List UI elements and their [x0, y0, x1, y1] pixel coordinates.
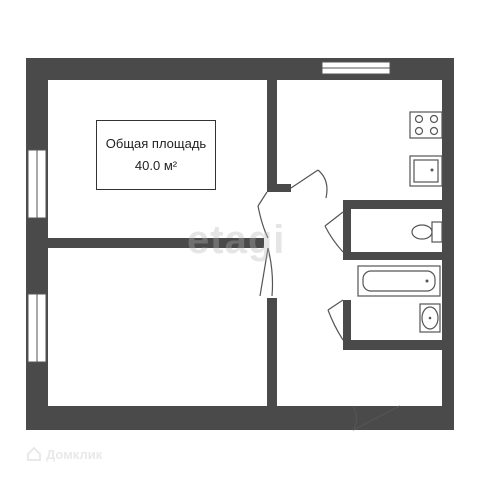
area-label-value: 40.0 м² [134, 158, 178, 173]
wall-vertical-lower [267, 298, 277, 406]
wall-entry-stub-left [277, 406, 353, 430]
watermark: etagi [187, 218, 286, 262]
door-entrance [352, 405, 401, 431]
door-kitchen [290, 169, 328, 199]
wall-bath-left-lower [343, 300, 351, 350]
outer-wall-left [26, 58, 48, 430]
stove-icon [409, 111, 443, 139]
brand-logo: Домклик [26, 446, 102, 462]
area-label-title: Общая площадь [105, 135, 207, 151]
house-logo-icon [27, 446, 41, 461]
wall-rooms-divider [48, 238, 264, 248]
bathtub-icon [357, 265, 441, 297]
area-label-box: Общая площадь 40.0 м² [96, 120, 216, 190]
wall-hall-stub [277, 184, 291, 192]
kitchen-sink-icon [409, 155, 443, 187]
outer-wall-bottom [26, 406, 454, 430]
door-room-lower [259, 247, 274, 297]
outer-wall-right [442, 58, 454, 430]
toilet-icon [411, 221, 443, 243]
wall-wc-left-upper [343, 200, 351, 260]
wall-bath-top [343, 252, 442, 260]
brand-name: Домклик [46, 446, 103, 462]
wall-bath-bottom [343, 340, 442, 350]
door-room-upper [257, 191, 269, 239]
washbasin-icon [419, 303, 441, 333]
door-bath [327, 299, 344, 341]
door-wc [324, 211, 344, 253]
wall-vertical-upper [267, 80, 277, 192]
wall-wc-top [343, 200, 442, 209]
